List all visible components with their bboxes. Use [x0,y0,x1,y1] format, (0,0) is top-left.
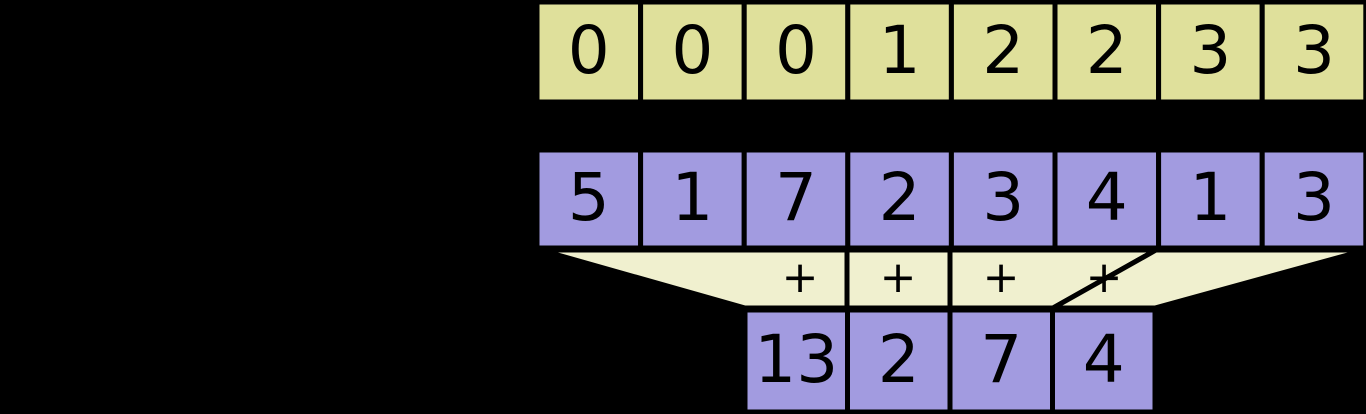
value-cell [845,147,954,251]
segment-id-cell-label: 3 [1189,12,1231,89]
value-cell-label: 3 [1293,159,1335,236]
segment-id-cell-label: 0 [775,12,817,89]
segment-id-cell [948,0,1058,105]
segment-id-cell [534,0,644,105]
value-cell-label: 2 [879,159,921,236]
segment-id-cell-label: 2 [982,12,1024,89]
connector-group-0-operator: + [782,252,819,303]
value-cell [1259,147,1366,251]
segment-id-cell [1259,0,1366,105]
segment-id-cell-label: 1 [879,12,921,89]
segment-id-cell-label: 0 [568,12,610,89]
value-cell-label: 1 [671,159,713,236]
value-cell [948,147,1058,251]
connector-group-1-operator: + [880,252,917,303]
connector-group-2-operator: + [983,252,1020,303]
value-cell-label: 4 [1086,159,1128,236]
connector-group-3-operator: + [1086,252,1123,303]
value-cell-label: 5 [568,159,610,236]
segment-id-cell-label: 0 [671,12,713,89]
result-cell-label: 7 [980,321,1022,398]
connector-band: + + + + [539,247,1366,311]
value-cell-label: 1 [1189,159,1231,236]
value-cell [534,147,644,251]
value-cell [638,147,747,251]
result-cell-label: 4 [1083,321,1125,398]
value-cell-label: 3 [982,159,1024,236]
value-cell-label: 7 [775,159,817,236]
value-cell [1052,147,1162,251]
result-cell [1050,307,1158,414]
result-cell [742,307,850,414]
segment-id-cell [741,0,851,105]
result-cell-label: 2 [878,321,920,398]
segment-id-cell-label: 3 [1293,12,1335,89]
value-cell [741,147,851,251]
segment-id-cell [1156,0,1265,105]
result-cell [845,307,953,414]
segment-id-cell [1052,0,1162,105]
result-cell-label: 13 [754,321,838,398]
segment-id-cell-label: 2 [1086,12,1128,89]
